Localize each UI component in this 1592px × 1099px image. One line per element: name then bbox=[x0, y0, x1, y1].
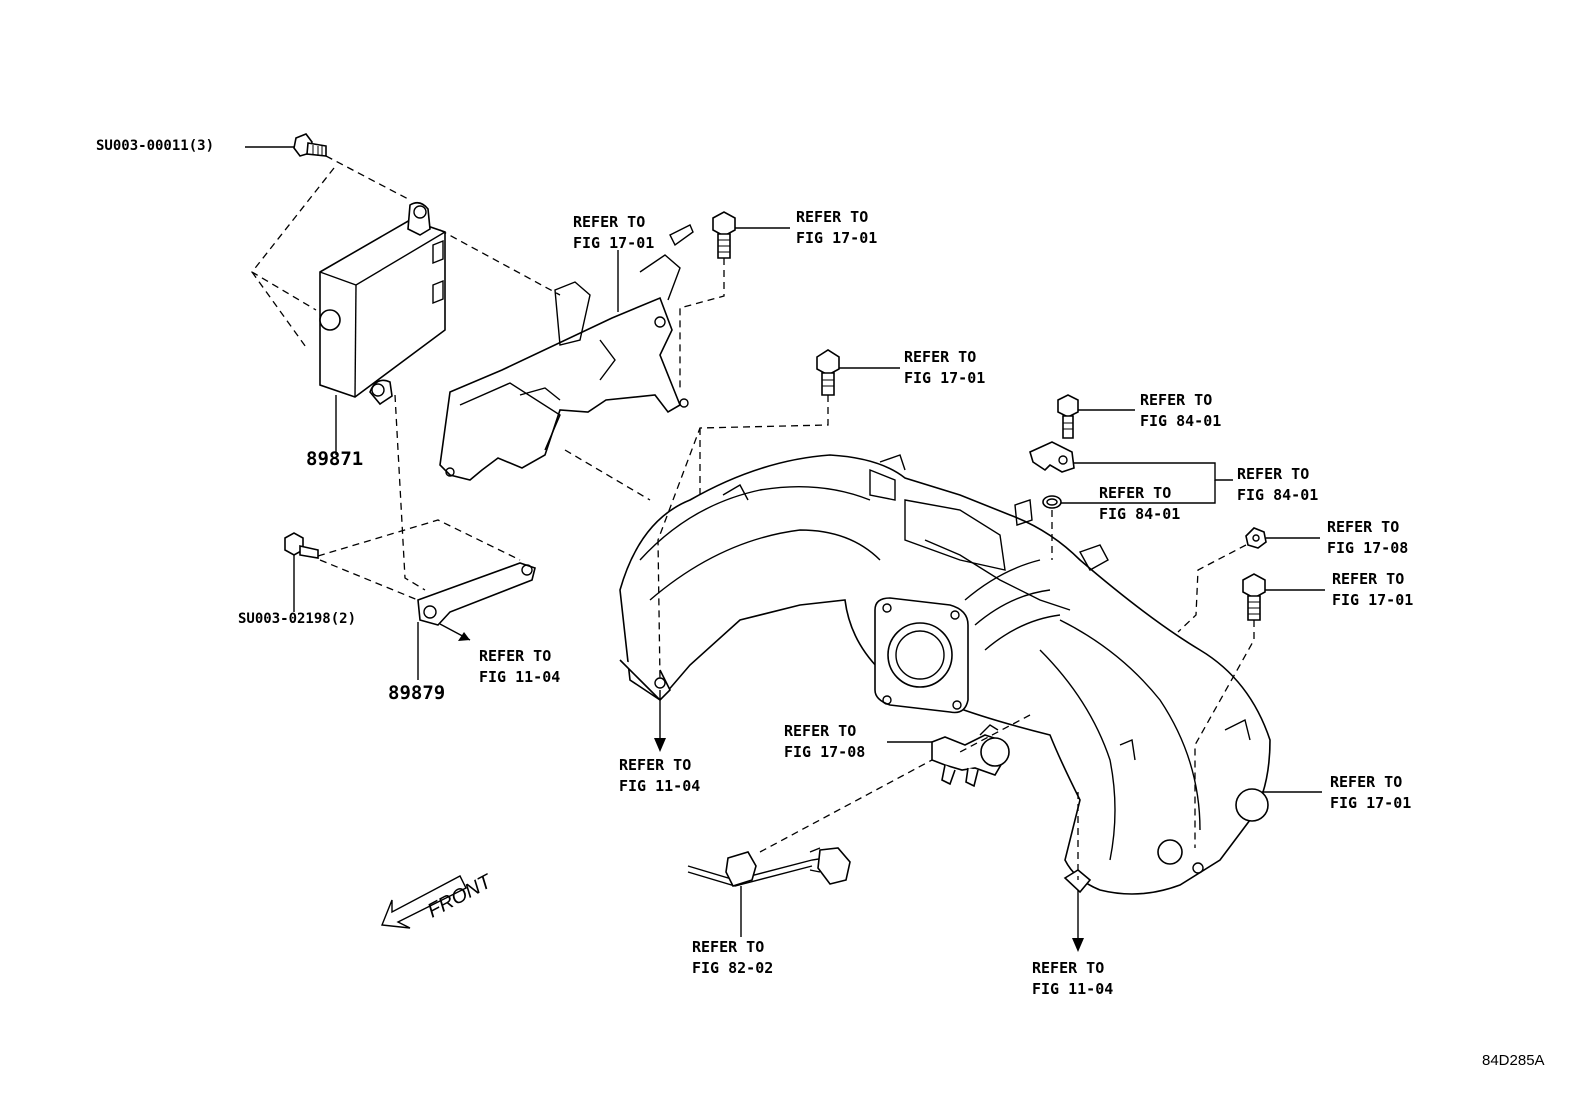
pressure-sensor-icon bbox=[1029, 441, 1075, 473]
front-arrow-icon bbox=[381, 875, 467, 929]
callout-line2: FIG 17-01 bbox=[1332, 591, 1414, 609]
callout-line1: REFER TO bbox=[692, 938, 765, 956]
bolt-code-top: SU003-00011(3) bbox=[96, 138, 215, 154]
lower-bracket-bolt-icon bbox=[284, 532, 319, 612]
callout-line1: REFER TO bbox=[1032, 959, 1105, 977]
callout-line2: FIG 82-02 bbox=[692, 959, 774, 977]
callout-line2: FIG 17-01 bbox=[1330, 794, 1412, 812]
callout-nut-fig-17-08[interactable]: REFER TO FIG 17-08 bbox=[1327, 517, 1408, 559]
callout-line2: FIG 11-04 bbox=[1032, 980, 1114, 998]
callout-rear-fig-11-04[interactable]: REFER TO FIG 11-04 bbox=[1032, 958, 1113, 1000]
callout-line2: FIG 84-01 bbox=[1099, 505, 1181, 523]
callout-bolt-fig-17-01[interactable]: REFER TO FIG 17-01 bbox=[796, 207, 877, 249]
intake-manifold-icon bbox=[619, 454, 1271, 895]
o-ring-icon bbox=[1042, 495, 1062, 509]
callout-line1: REFER TO bbox=[1140, 391, 1213, 409]
callout-sensor-fig-84-01[interactable]: REFER TO FIG 84-01 bbox=[1237, 464, 1318, 506]
callout-line2: FIG 11-04 bbox=[619, 777, 701, 795]
nut-icon bbox=[1245, 527, 1320, 549]
callout-line2: FIG 17-01 bbox=[573, 234, 655, 252]
rear-bolt-icon bbox=[1242, 573, 1325, 621]
callout-line2: FIG 17-01 bbox=[796, 229, 878, 247]
callout-line1: REFER TO bbox=[573, 213, 646, 231]
callout-line2: FIG 17-01 bbox=[904, 369, 986, 387]
callout-line1: REFER TO bbox=[1332, 570, 1405, 588]
callout-front-fig-11-04[interactable]: REFER TO FIG 11-04 bbox=[619, 755, 700, 797]
callout-line1: REFER TO bbox=[1330, 773, 1403, 791]
callout-rear-bolt-fig-17-01[interactable]: REFER TO FIG 17-01 bbox=[1332, 569, 1413, 611]
callout-line1: REFER TO bbox=[784, 722, 857, 740]
solenoid-valve-icon bbox=[931, 724, 1010, 788]
bolt-code-bracket: SU003-02198(2) bbox=[238, 611, 357, 627]
callout-rear-fig-17-01[interactable]: REFER TO FIG 17-01 bbox=[1330, 772, 1411, 814]
callout-bracket-fig-11-04[interactable]: REFER TO FIG 11-04 bbox=[479, 646, 560, 688]
bolt-su003-00011-icon bbox=[245, 133, 327, 157]
callout-line1: REFER TO bbox=[619, 756, 692, 774]
wire-harness-icon bbox=[687, 847, 851, 937]
callout-line2: FIG 17-08 bbox=[784, 743, 866, 761]
callout-line2: FIG 84-01 bbox=[1237, 486, 1319, 504]
part-number-ecu: 89871 bbox=[306, 448, 364, 470]
callout-manifold-bolt-fig-17-01[interactable]: REFER TO FIG 17-01 bbox=[904, 347, 985, 389]
upper-bracket-icon bbox=[439, 224, 694, 481]
callout-line2: FIG 17-08 bbox=[1327, 539, 1409, 557]
callout-o-ring-fig-84-01[interactable]: REFER TO FIG 84-01 bbox=[1099, 483, 1180, 525]
callout-harness-fig-82-02[interactable]: REFER TO FIG 82-02 bbox=[692, 937, 773, 979]
bracket-bolt-icon bbox=[712, 211, 790, 259]
link-bracket-icon bbox=[417, 562, 536, 680]
callout-solenoid-fig-17-08[interactable]: REFER TO FIG 17-08 bbox=[784, 721, 865, 763]
callout-line1: REFER TO bbox=[904, 348, 977, 366]
callout-line1: REFER TO bbox=[1237, 465, 1310, 483]
callout-line1: REFER TO bbox=[796, 208, 869, 226]
manifold-bolt-icon bbox=[816, 349, 900, 396]
callout-line2: FIG 11-04 bbox=[479, 668, 561, 686]
part-number-bracket: 89879 bbox=[388, 682, 446, 704]
callout-line1: REFER TO bbox=[1327, 518, 1400, 536]
callout-sensor-bolt-fig-84-01[interactable]: REFER TO FIG 84-01 bbox=[1140, 390, 1221, 432]
sensor-bolt-icon bbox=[1057, 394, 1135, 439]
ecu-module-icon bbox=[319, 201, 446, 455]
callout-line1: REFER TO bbox=[479, 647, 552, 665]
figure-id: 84D285A bbox=[1482, 1052, 1545, 1069]
callout-line2: FIG 84-01 bbox=[1140, 412, 1222, 430]
callout-bracket-fig-17-01[interactable]: REFER TO FIG 17-01 bbox=[573, 212, 654, 254]
callout-line1: REFER TO bbox=[1099, 484, 1172, 502]
